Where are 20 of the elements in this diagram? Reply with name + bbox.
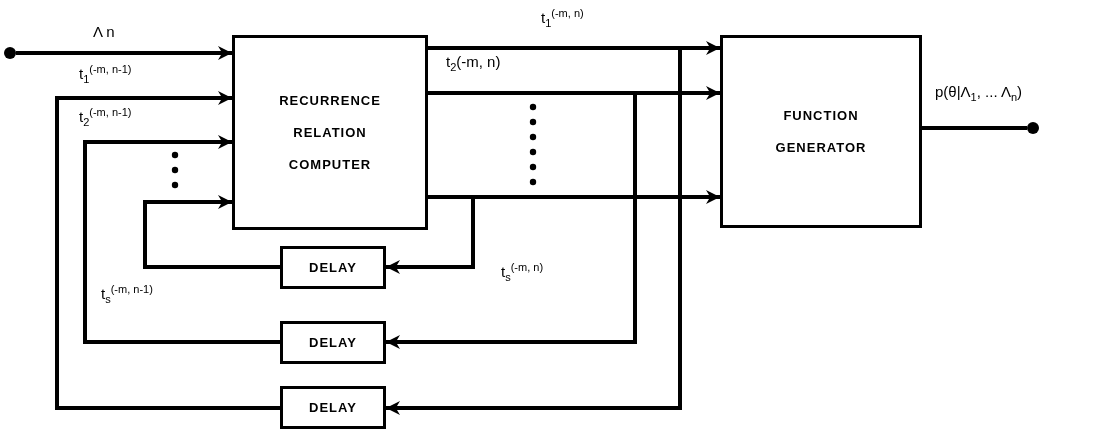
terminal-dot xyxy=(1027,122,1039,134)
connector-arrow xyxy=(16,46,232,60)
delay-box xyxy=(280,321,386,364)
box-label: RECURRENCE RELATION COMPUTER xyxy=(278,91,382,174)
box-label: DELAY xyxy=(308,258,358,277)
connector-arrow xyxy=(83,135,280,344)
box-label: DELAY xyxy=(308,398,358,417)
connector-arrow xyxy=(386,91,637,349)
process-box xyxy=(232,35,428,230)
terminal-dot xyxy=(4,47,16,59)
connector-arrow xyxy=(386,46,682,415)
connector-arrow xyxy=(55,91,280,410)
box-label: DELAY xyxy=(308,333,358,352)
box-label: FUNCTION GENERATOR xyxy=(774,106,868,157)
connector-line xyxy=(922,126,1027,130)
delay-box xyxy=(280,246,386,289)
connector-arrow xyxy=(386,195,475,274)
delay-box xyxy=(280,386,386,429)
connector-arrow xyxy=(143,195,280,269)
process-box xyxy=(720,35,922,228)
